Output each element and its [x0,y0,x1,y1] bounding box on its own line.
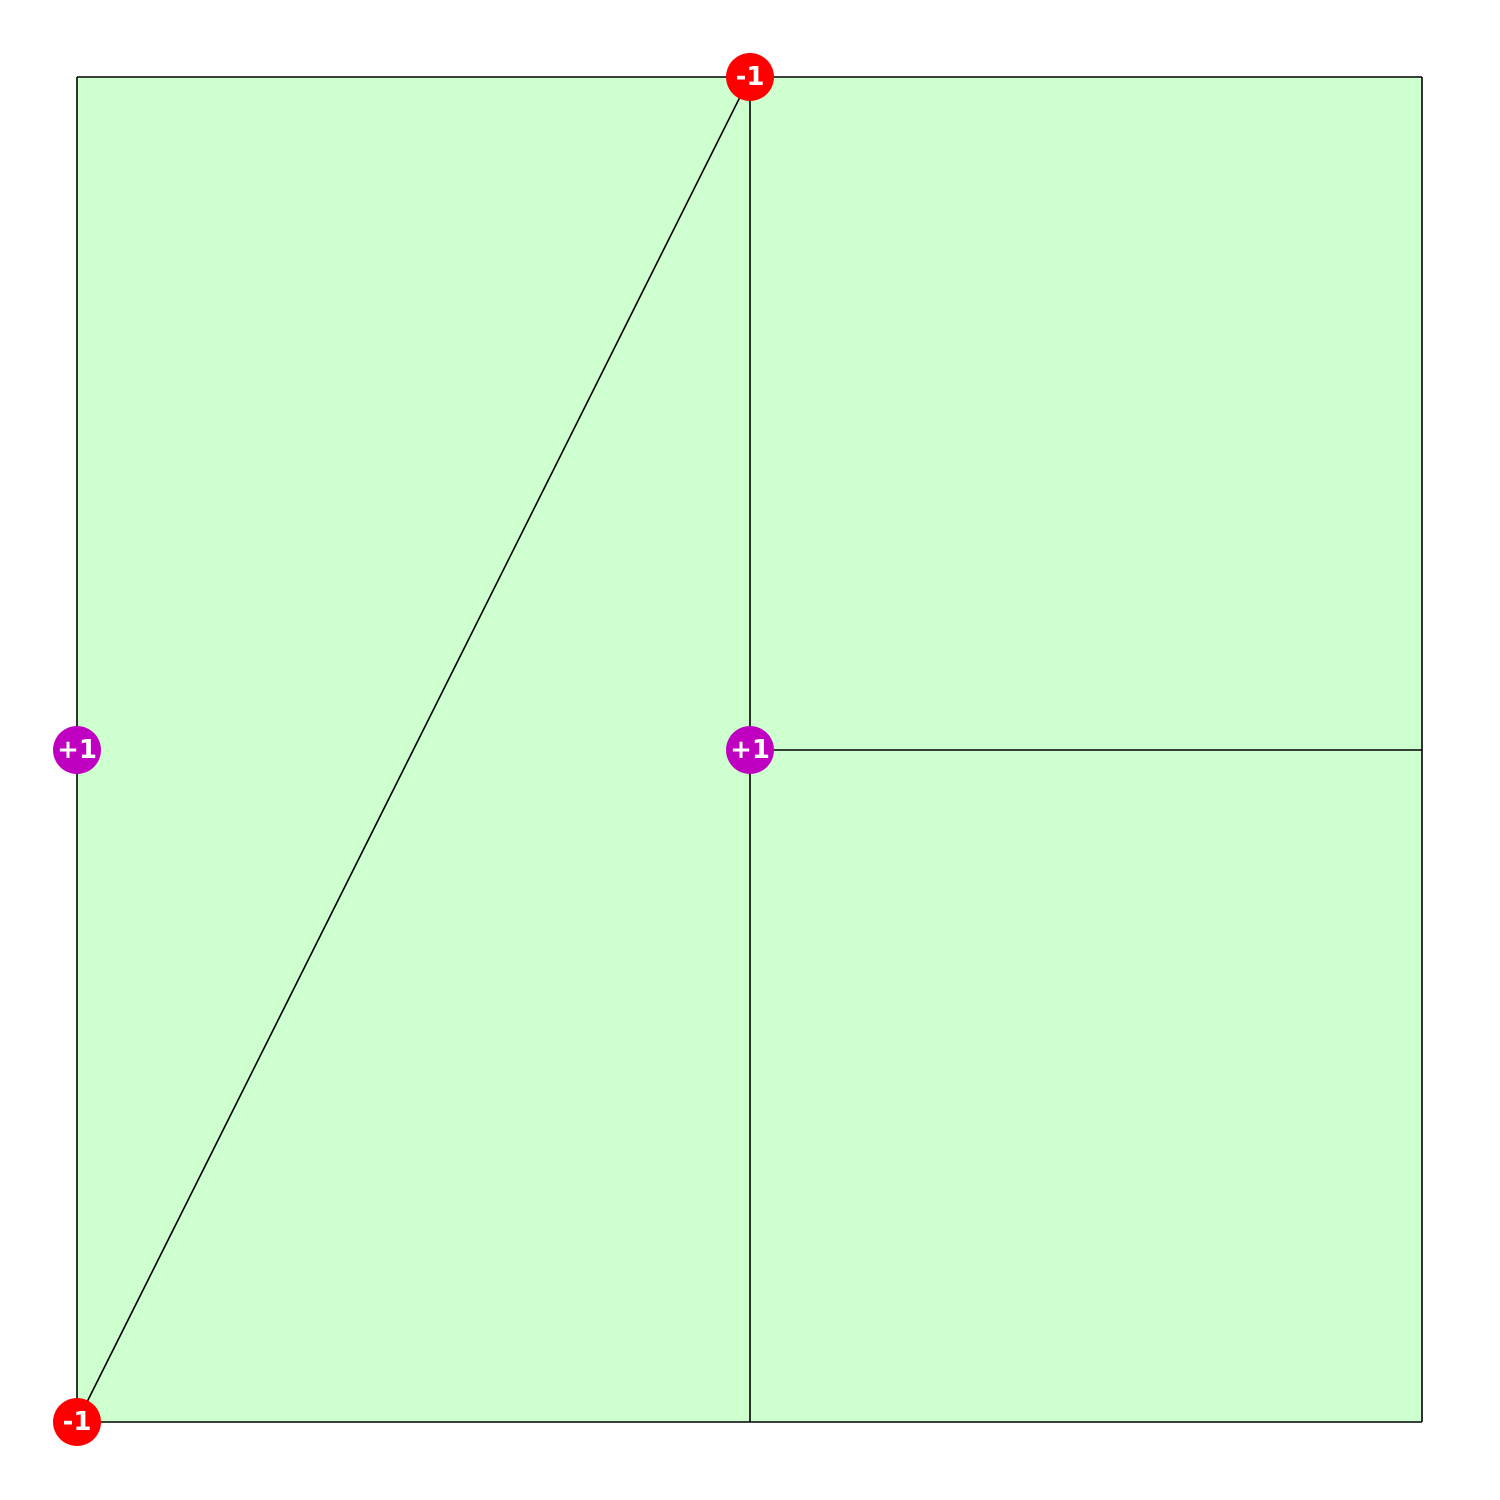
vertex-marker-top-mid: -1 [726,53,774,101]
vertex-marker-center: +1 [726,726,774,774]
edge-diagonal [76,76,751,1423]
vertex-label: +1 [730,735,770,765]
vertex-marker-bottom-left: -1 [53,1398,101,1446]
vertex-dot [726,53,774,101]
vertex-dot [726,726,774,774]
vertex-label: -1 [63,1407,92,1437]
vertex-dot [53,1398,101,1446]
vertex-label: +1 [57,735,97,765]
vertex-marker-left-mid: +1 [53,726,101,774]
vertex-dot [53,726,101,774]
vertex-label: -1 [736,62,765,92]
